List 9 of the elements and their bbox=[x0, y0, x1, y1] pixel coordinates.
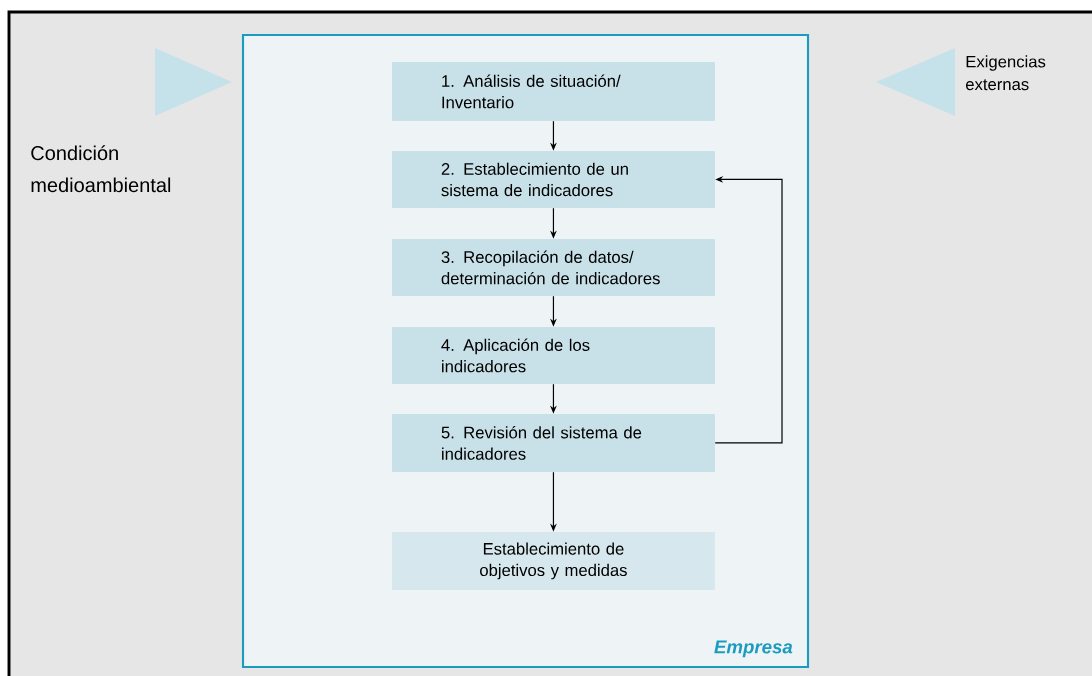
process-box: 3. Recopilación de datos/ determinación de indicadores bbox=[391, 238, 715, 296]
arrow bbox=[714, 176, 783, 444]
process-box: 2. Establecimiento de un sistema de indicadores bbox=[391, 150, 715, 208]
process-box: Establecimiento de objetivos y medidas bbox=[391, 531, 715, 590]
side-label: Condición medioambiental bbox=[31, 145, 171, 193]
process-box: 5. Revisión del sistema de indicadores bbox=[391, 413, 715, 472]
process-box: 1. Análisis de situación/ Inventario bbox=[391, 61, 715, 121]
side-label: Exigencias externas bbox=[966, 55, 1046, 91]
process-box: 4. Aplicación de los indicadores bbox=[391, 326, 715, 384]
